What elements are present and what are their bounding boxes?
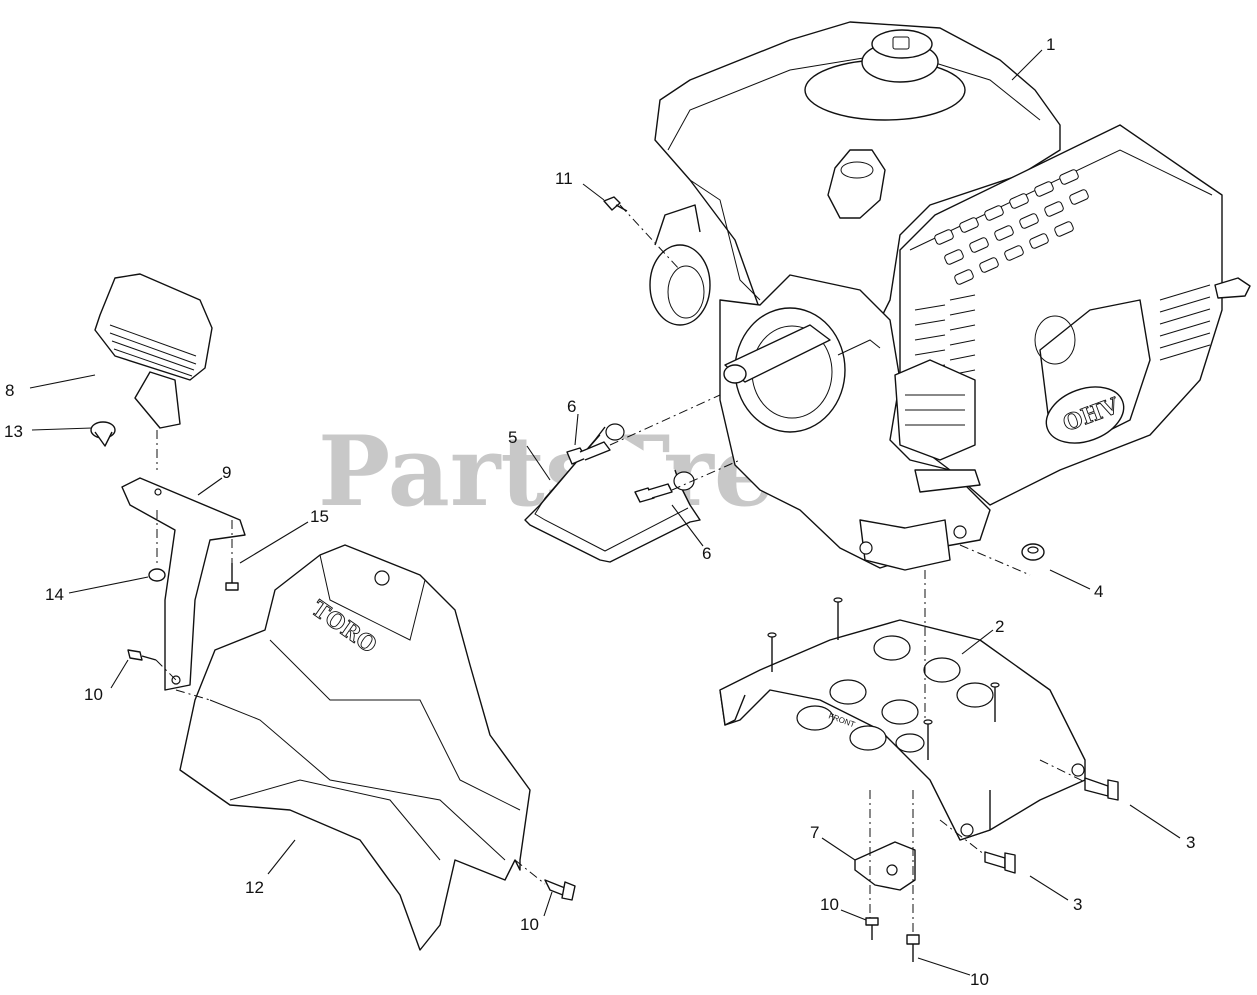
callout-5[interactable]: 5 <box>508 428 517 447</box>
bent-rod[interactable] <box>524 426 701 563</box>
callout-13[interactable]: 13 <box>4 422 23 441</box>
bolt-10-bracket[interactable] <box>865 917 879 940</box>
callout-1[interactable]: 1 <box>1046 35 1055 54</box>
assembly-centerlines <box>155 204 1086 935</box>
callout-7[interactable]: 7 <box>810 823 819 842</box>
bolt-6-lower[interactable] <box>634 471 695 503</box>
callout-labels: 1 2 3 3 4 5 6 6 7 8 9 10 10 10 10 11 12 … <box>4 35 1195 989</box>
callout-15[interactable]: 15 <box>310 507 329 526</box>
bolt-10-headlight-bracket[interactable] <box>127 649 157 661</box>
callout-12[interactable]: 12 <box>245 878 264 897</box>
callout-10-hood[interactable]: 10 <box>520 915 539 934</box>
callout-3-upper[interactable]: 3 <box>1186 833 1195 852</box>
mount-bracket-7[interactable] <box>854 841 916 891</box>
callout-11[interactable]: 11 <box>555 169 573 188</box>
callout-10-bracket[interactable]: 10 <box>820 895 839 914</box>
callout-10-headlight[interactable]: 10 <box>84 685 103 704</box>
callout-8[interactable]: 8 <box>5 381 14 400</box>
nut-14[interactable] <box>148 568 166 582</box>
callout-3-lower[interactable]: 3 <box>1073 895 1082 914</box>
callout-9[interactable]: 9 <box>222 463 231 482</box>
headlight-assembly[interactable] <box>94 273 213 429</box>
callout-leaders <box>29 49 1181 976</box>
engine-assembly[interactable]: OHV <box>649 21 1251 571</box>
bolt-6-upper[interactable] <box>566 423 625 465</box>
bolt-15[interactable] <box>225 563 239 591</box>
callout-6-lower[interactable]: 6 <box>702 544 711 563</box>
engine-mount-frame[interactable]: FRONT <box>719 597 1086 841</box>
callout-4[interactable]: 4 <box>1094 582 1103 601</box>
callout-2[interactable]: 2 <box>995 617 1004 636</box>
bolt-3-lower[interactable] <box>984 851 1016 874</box>
shroud-vent-grille <box>934 169 1089 285</box>
headlight-bracket[interactable] <box>121 477 246 691</box>
plug-13[interactable] <box>90 421 116 447</box>
callout-6-upper[interactable]: 6 <box>567 397 576 416</box>
bolt-3-upper[interactable] <box>1084 777 1119 801</box>
bolt-10-frame[interactable] <box>906 934 920 962</box>
bolt-10-hood[interactable] <box>544 879 576 901</box>
callout-10-frame[interactable]: 10 <box>970 970 989 989</box>
flange-nut-4[interactable] <box>1021 543 1045 561</box>
engine-hood[interactable]: TORO <box>179 544 531 951</box>
callout-14[interactable]: 14 <box>45 585 64 604</box>
